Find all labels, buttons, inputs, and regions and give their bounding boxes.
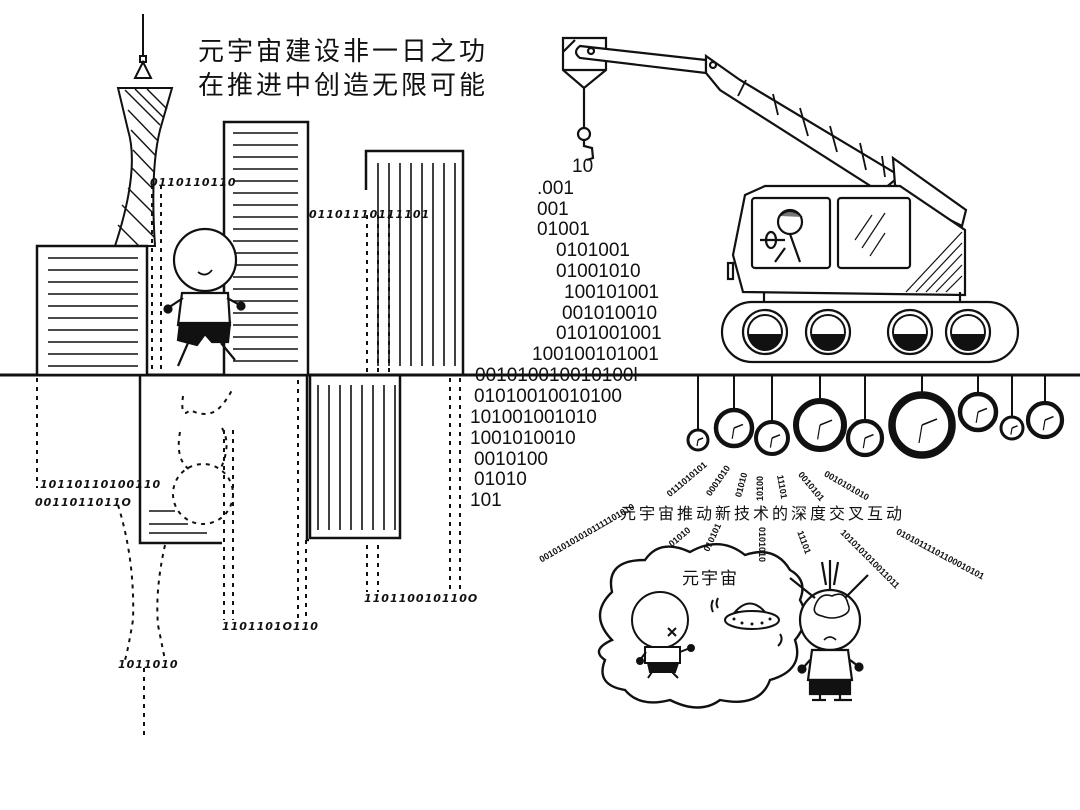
- binary-row: 10: [572, 156, 594, 177]
- binary-row: 001010010: [562, 303, 658, 324]
- clock-hand: [1011, 425, 1018, 429]
- binary-row: .001: [537, 178, 574, 199]
- fan-binary-ray: 10100: [755, 475, 765, 501]
- binary-row: 0101001: [556, 240, 630, 261]
- wheel-fill: [811, 334, 845, 351]
- binary-label: 0110110110: [150, 176, 237, 189]
- clock-hand: [1010, 427, 1013, 435]
- clock-hand: [862, 437, 866, 449]
- headline-line-1: 元宇宙建设非一日之功: [198, 37, 489, 67]
- binary-row: 01010: [474, 469, 527, 490]
- binary-row: 001010010010100l: [475, 365, 638, 386]
- binary-row: 01001010: [556, 261, 641, 282]
- wheel-fill: [893, 334, 927, 351]
- tv-tower: [113, 14, 174, 247]
- binary-row: 0010100: [474, 449, 548, 470]
- fan-caption: 元宇宙推动新技术的深度交叉互动: [620, 504, 906, 523]
- binary-label: 1101101O110: [222, 620, 319, 633]
- clock-hand: [975, 411, 979, 423]
- building-left: [35, 244, 149, 377]
- clock-hand: [977, 407, 988, 413]
- binary-row: 101001001010: [470, 407, 597, 428]
- binary-row: 100101001: [564, 282, 660, 303]
- crane-wheels: [741, 308, 992, 356]
- crane: [561, 36, 1020, 364]
- clock-hand: [771, 434, 781, 439]
- binary-row: 001: [537, 199, 569, 220]
- binary-row: 01001: [537, 219, 590, 240]
- clock-rail: [686, 376, 1065, 459]
- dead-character: [631, 591, 695, 679]
- binary-label: 10110110100110: [40, 478, 162, 491]
- clock-hand: [769, 437, 773, 448]
- clock-hand: [817, 424, 821, 440]
- clock-hand: [733, 423, 744, 429]
- wheel-fill: [748, 334, 782, 351]
- binary-row: 1001010010: [470, 428, 576, 449]
- clock-hand: [1044, 415, 1054, 421]
- clock-hand: [921, 418, 938, 426]
- clock-hand: [864, 433, 874, 439]
- clock-hand: [697, 437, 704, 441]
- clock-hand: [696, 439, 699, 447]
- binary-label: 0011011011O: [35, 496, 132, 509]
- building-right: [364, 149, 465, 375]
- binary-dash-columns: [36, 185, 461, 738]
- cloud-label: 元宇宙: [682, 569, 739, 589]
- binary-row: 100100101001: [532, 344, 659, 365]
- headline: 元宇宙建设非一日之功 在推进中创造无限可能: [198, 35, 488, 103]
- fan-binary-ray: 0101010: [757, 527, 767, 563]
- ufo: [710, 597, 783, 647]
- binary-label: 110110010110O: [364, 592, 479, 605]
- binary-label: 01101110111101: [309, 208, 431, 221]
- building-center: [222, 120, 310, 377]
- clock-hand: [1042, 419, 1046, 431]
- headline-line-2: 在推进中创造无限可能: [198, 71, 489, 101]
- walking-character: [163, 227, 246, 367]
- clock-hand: [819, 419, 833, 426]
- binary-row: 0101001001: [556, 323, 662, 344]
- underground-frames: [138, 375, 402, 545]
- clock-hand: [918, 424, 923, 444]
- clock-hand: [731, 427, 735, 439]
- thinking-character: [789, 560, 869, 702]
- binary-label: 1011010: [118, 658, 179, 671]
- binary-row: 01010010010100: [474, 386, 622, 407]
- wheel-fill: [951, 334, 985, 351]
- binary-row: 101: [470, 490, 502, 511]
